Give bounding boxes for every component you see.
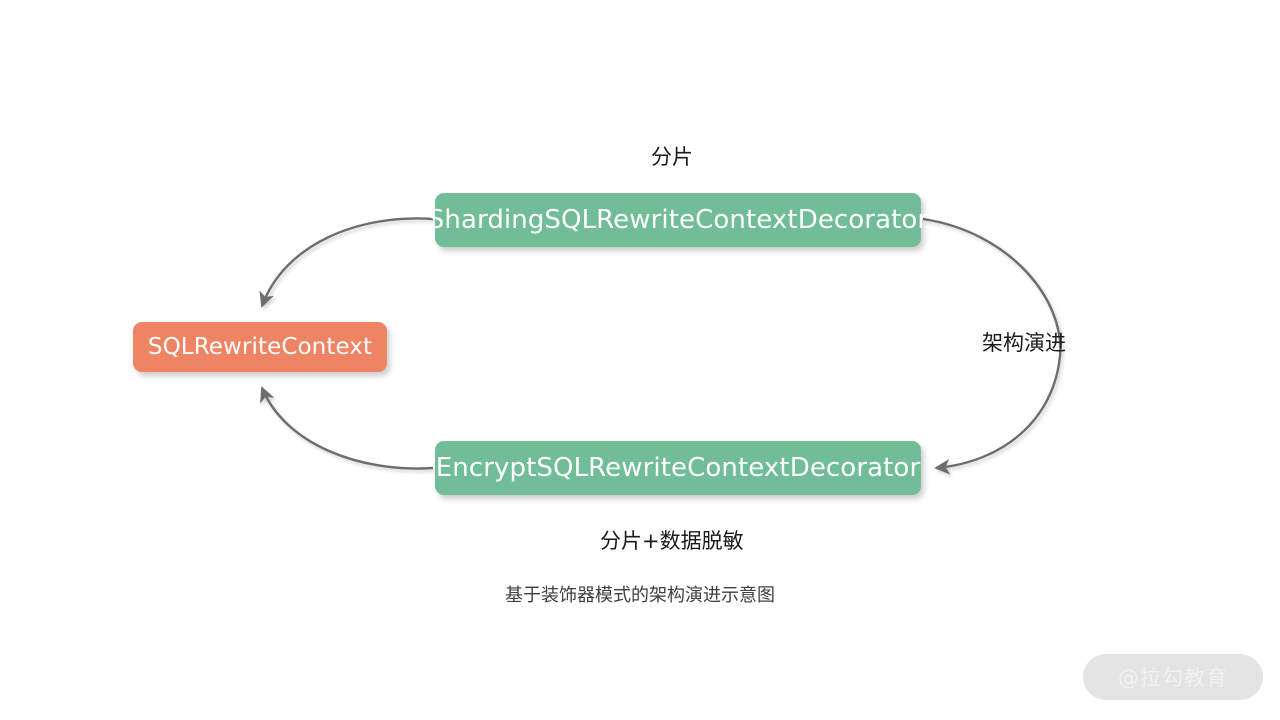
node-sql-rewrite-context[interactable]: SQLRewriteContext (133, 322, 387, 372)
watermark-badge: @拉勾教育 (1083, 654, 1263, 700)
node-sharding-decorator[interactable]: ShardingSQLRewriteContextDecorator (428, 193, 928, 247)
edge-sharding-to-context (259, 217, 434, 308)
node-sharding-decorator-label: ShardingSQLRewriteContextDecorator (427, 205, 929, 235)
edge-label-sharding: 分片 (651, 145, 693, 169)
diagram-caption: 基于装饰器模式的架构演进示意图 (505, 585, 775, 606)
edge-encrypt-to-context (260, 386, 434, 470)
node-encrypt-decorator[interactable]: EncryptSQLRewriteContextDecorator (435, 441, 921, 495)
watermark-text: @拉勾教育 (1118, 666, 1228, 690)
node-encrypt-decorator-label: EncryptSQLRewriteContextDecorator (435, 453, 921, 483)
edge-label-encrypt: 分片+数据脱敏 (600, 529, 744, 553)
node-sql-rewrite-context-label: SQLRewriteContext (147, 334, 373, 360)
edge-label-evolution: 架构演进 (982, 331, 1066, 355)
